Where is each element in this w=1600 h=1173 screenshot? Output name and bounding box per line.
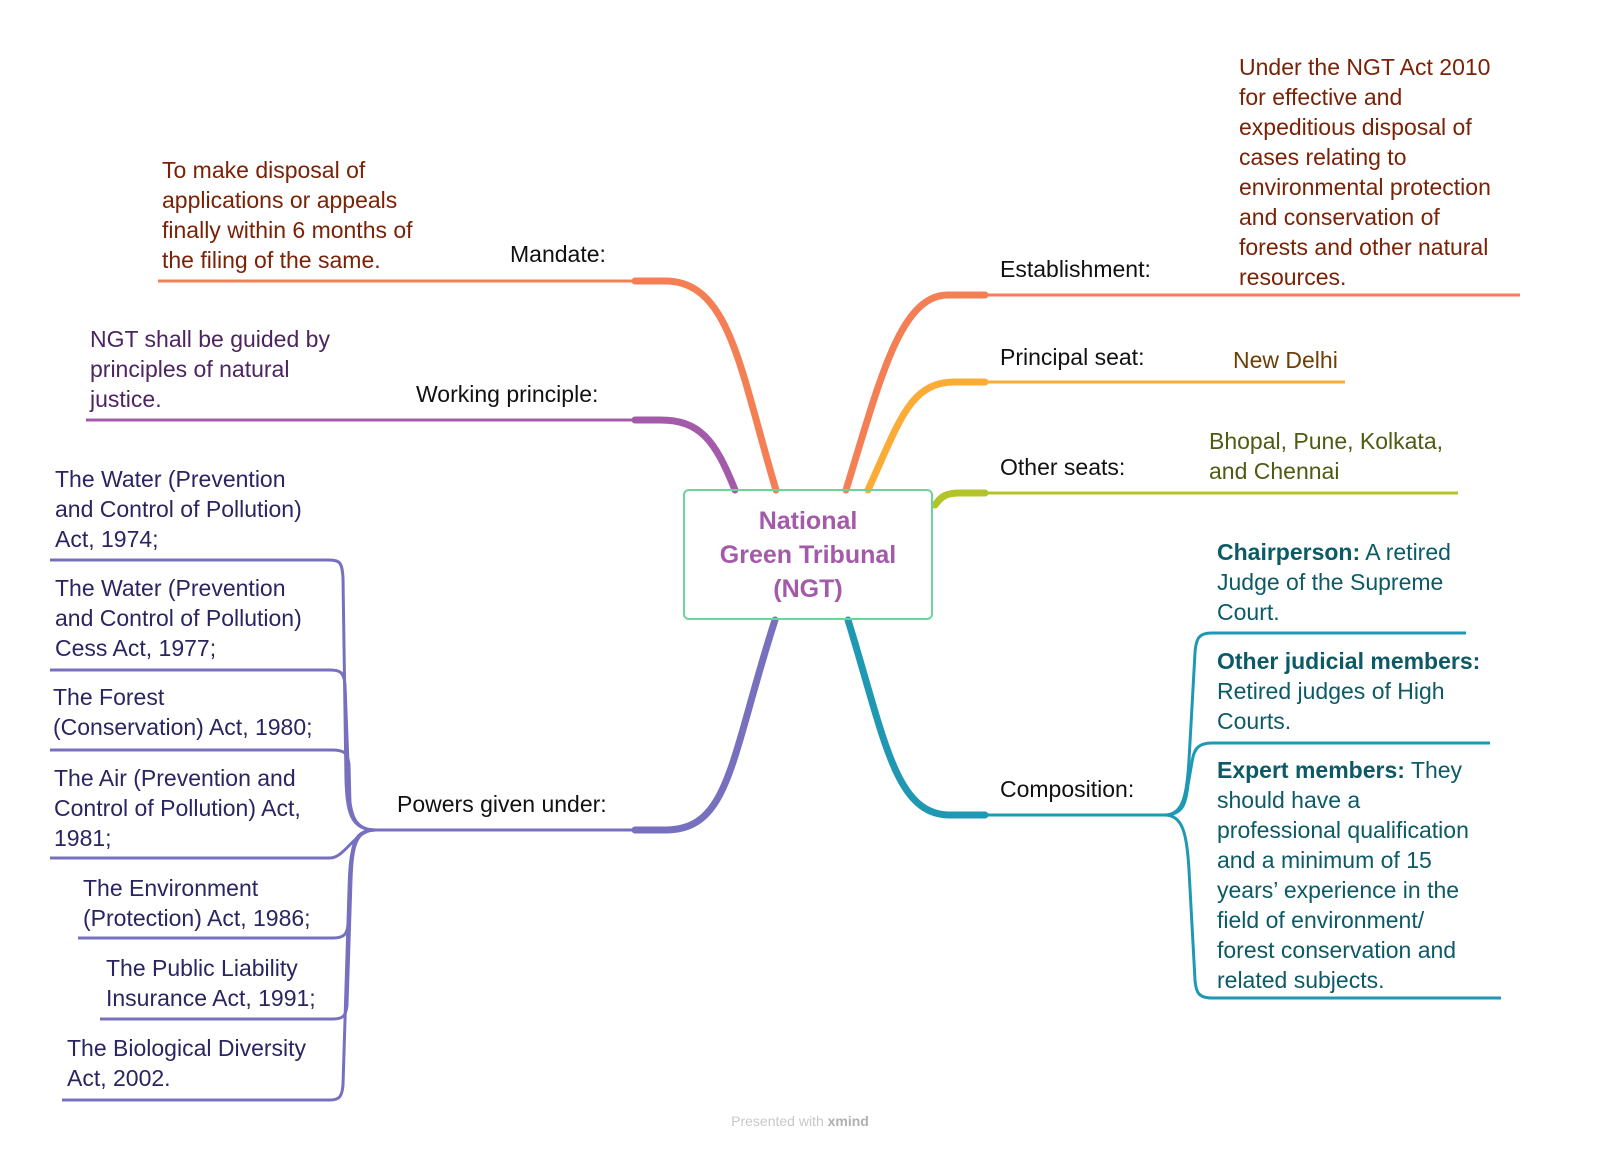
composition-sub-connectors <box>1164 631 1501 1000</box>
principal-seat-label[interactable]: Principal seat: <box>1000 344 1145 370</box>
powers-act-item[interactable]: The Environment (Protection) Act, 1986; <box>83 875 311 931</box>
establishment-connector <box>842 291 989 494</box>
composition-label[interactable]: Composition: <box>1000 776 1135 802</box>
establishment-label[interactable]: Establishment: <box>1000 256 1151 282</box>
composition-member-expert[interactable]: Expert members: They should have a profe… <box>1217 755 1469 995</box>
powers-act-item[interactable]: The Forest (Conservation) Act, 1980; <box>53 684 313 740</box>
composition-member-judicial[interactable]: Other judicial members: Retired judges o… <box>1217 646 1480 736</box>
mandate-connector <box>631 277 780 494</box>
other-seats-label[interactable]: Other seats: <box>1000 454 1126 480</box>
composition-member-connector <box>1164 741 1490 817</box>
principal-seat-detail: New Delhi <box>1233 347 1338 373</box>
powers-act-item[interactable]: The Air (Prevention and Control of Pollu… <box>54 765 301 851</box>
mandate-label[interactable]: Mandate: <box>510 241 606 267</box>
member-text: Retired judges of High Courts. <box>1217 678 1445 734</box>
composition-member-chairperson[interactable]: Chairperson: A retired Judge of the Supr… <box>1217 537 1451 627</box>
composition-member-connector <box>1164 813 1501 1000</box>
powers-act-item[interactable]: The Public Liability Insurance Act, 1991… <box>106 955 316 1011</box>
other-seats-connector <box>931 489 989 509</box>
mandate-detail: To make disposal of applications or appe… <box>162 157 413 273</box>
powers-act-connector <box>50 748 376 832</box>
member-text: They should have a professional qualific… <box>1217 757 1469 993</box>
powers-label[interactable]: Powers given under: <box>397 791 607 817</box>
composition-connector <box>844 616 989 819</box>
other-seats-detail: Bhopal, Pune, Kolkata, and Chennai <box>1209 428 1443 484</box>
member-title: Other judicial members: <box>1217 648 1481 674</box>
presented-with-footer: Presented with xmind <box>0 1113 1600 1129</box>
powers-act-item[interactable]: The Water (Prevention and Control of Pol… <box>55 575 302 661</box>
powers-act-item[interactable]: The Biological Diversity Act, 2002. <box>67 1035 307 1091</box>
working-principle-detail: NGT shall be guided by principles of nat… <box>90 326 330 412</box>
central-topic-node[interactable]: National Green Tribunal (NGT) <box>683 489 933 620</box>
powers-connector <box>631 616 779 834</box>
member-text: A retired Judge of the Supreme Court. <box>1217 539 1451 625</box>
footer-prefix: Presented with <box>731 1113 828 1129</box>
powers-act-connector <box>62 828 376 1102</box>
principal-seat-connector <box>864 378 989 494</box>
powers-sub-connectors <box>50 558 376 1102</box>
working-principle-connector <box>631 416 739 494</box>
member-title: Chairperson: <box>1217 539 1361 565</box>
establishment-detail: Under the NGT Act 2010 for effective and… <box>1239 54 1491 290</box>
powers-act-item[interactable]: The Water (Prevention and Control of Pol… <box>55 466 302 552</box>
member-title: Expert members: <box>1217 757 1405 783</box>
working-principle-label[interactable]: Working principle: <box>416 381 599 407</box>
xmind-logo-text: xmind <box>827 1113 869 1129</box>
central-topic-title: National Green Tribunal (NGT) <box>719 506 897 603</box>
composition-member-connector <box>1164 631 1466 817</box>
